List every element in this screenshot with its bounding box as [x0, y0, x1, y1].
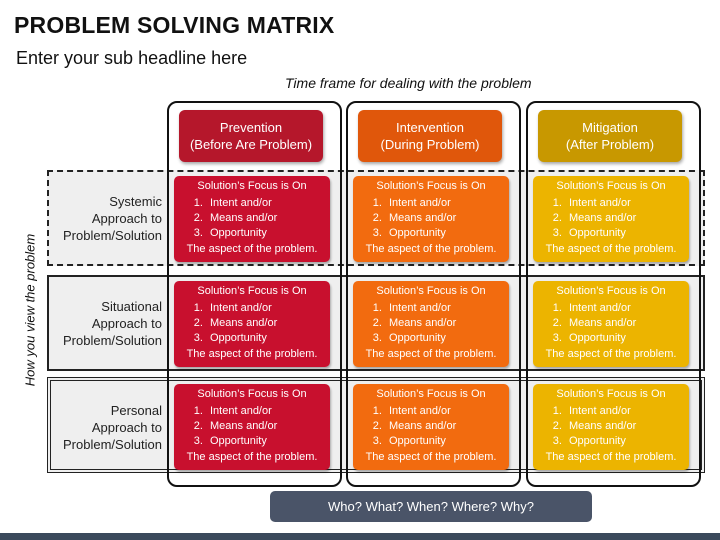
column-frame-mitigation [526, 101, 701, 487]
column-header-title: Mitigation [582, 120, 638, 135]
row-label-situational: Situational Approach to Problem/Solution [50, 298, 162, 349]
matrix-cell-systemic-prevention: Solution’s Focus is On Intent and/orMean… [174, 176, 330, 262]
cell-list-item: Intent and/or [206, 301, 330, 316]
cell-list-item: Intent and/or [565, 196, 689, 211]
column-header-subtitle: (During Problem) [380, 137, 480, 152]
cell-focus: Solution’s Focus is On [556, 180, 666, 192]
cell-focus: Solution’s Focus is On [197, 180, 307, 192]
cell-aspect: The aspect of the problem. [365, 348, 497, 360]
cell-aspect: The aspect of the problem. [186, 451, 318, 463]
cell-aspect: The aspect of the problem. [545, 243, 677, 255]
column-header-title: Prevention [219, 120, 283, 135]
row-label-systemic: Systemic Approach to Problem/Solution [50, 193, 162, 244]
row-label-line: Problem/Solution [63, 333, 162, 348]
cell-focus: Solution’s Focus is On [197, 285, 307, 297]
cell-list: Intent and/orMeans and/orOpportunity [353, 404, 509, 449]
cell-list: Intent and/orMeans and/orOpportunity [174, 301, 330, 346]
matrix-cell-situational-intervention: Solution’s Focus is On Intent and/orMean… [353, 281, 509, 367]
cell-list-item: Opportunity [565, 226, 689, 241]
matrix-cell-personal-intervention: Solution’s Focus is On Intent and/orMean… [353, 384, 509, 470]
column-header-mitigation: Mitigation (After Problem) [538, 110, 682, 162]
row-label-line: Problem/Solution [63, 437, 162, 452]
cell-list: Intent and/orMeans and/orOpportunity [533, 196, 689, 241]
cell-list: Intent and/orMeans and/orOpportunity [353, 196, 509, 241]
cell-list-item: Intent and/or [206, 404, 330, 419]
cell-list-item: Opportunity [206, 331, 330, 346]
questions-bar: Who? What? When? Where? Why? [270, 491, 592, 522]
cell-list-item: Intent and/or [385, 301, 509, 316]
matrix-cell-systemic-intervention: Solution’s Focus is On Intent and/orMean… [353, 176, 509, 262]
cell-focus: Solution’s Focus is On [376, 388, 486, 400]
cell-list: Intent and/orMeans and/orOpportunity [533, 301, 689, 346]
row-label-line: Approach to [91, 211, 162, 226]
row-label-line: Situational [101, 299, 162, 314]
cell-list-item: Means and/or [565, 419, 689, 434]
cell-aspect: The aspect of the problem. [365, 451, 497, 463]
matrix-cell-situational-mitigation: Solution’s Focus is On Intent and/orMean… [533, 281, 689, 367]
cell-focus: Solution’s Focus is On [556, 388, 666, 400]
column-frame-prevention [167, 101, 342, 487]
cell-list-item: Intent and/or [206, 196, 330, 211]
row-label-line: Approach to [91, 420, 162, 435]
cell-list: Intent and/orMeans and/orOpportunity [533, 404, 689, 449]
cell-list-item: Opportunity [206, 434, 330, 449]
cell-list: Intent and/orMeans and/orOpportunity [174, 196, 330, 241]
page-subtitle: Enter your sub headline here [16, 48, 248, 68]
cell-list-item: Means and/or [206, 316, 330, 331]
cell-aspect: The aspect of the problem. [365, 243, 497, 255]
cell-list-item: Means and/or [385, 211, 509, 226]
column-header-prevention: Prevention (Before Are Problem) [179, 110, 323, 162]
cell-list-item: Opportunity [565, 434, 689, 449]
cell-aspect: The aspect of the problem. [545, 451, 677, 463]
cell-list-item: Opportunity [385, 434, 509, 449]
cell-aspect: The aspect of the problem. [545, 348, 677, 360]
column-frame-intervention [346, 101, 521, 487]
row-label-line: Problem/Solution [63, 228, 162, 243]
row-label-line: Personal [110, 403, 162, 418]
cell-list-item: Means and/or [206, 419, 330, 434]
matrix-cell-situational-prevention: Solution’s Focus is On Intent and/orMean… [174, 281, 330, 367]
cell-list-item: Opportunity [385, 226, 509, 241]
cell-list: Intent and/orMeans and/orOpportunity [174, 404, 330, 449]
vertical-axis-label-text: How you view the problem [22, 233, 38, 387]
cell-list-item: Intent and/or [565, 301, 689, 316]
cell-list-item: Means and/or [206, 211, 330, 226]
row-label-line: Approach to [91, 316, 162, 331]
row-label-line: Systemic [109, 194, 162, 209]
cell-list-item: Intent and/or [385, 196, 509, 211]
cell-list-item: Means and/or [385, 419, 509, 434]
cell-focus: Solution’s Focus is On [376, 285, 486, 297]
matrix-cell-personal-prevention: Solution’s Focus is On Intent and/orMean… [174, 384, 330, 470]
cell-list-item: Opportunity [206, 226, 330, 241]
cell-list: Intent and/orMeans and/orOpportunity [353, 301, 509, 346]
timeframe-label: Time frame for dealing with the problem [285, 75, 532, 91]
matrix-cell-personal-mitigation: Solution’s Focus is On Intent and/orMean… [533, 384, 689, 470]
cell-focus: Solution’s Focus is On [197, 388, 307, 400]
footer-strip [0, 533, 720, 540]
cell-aspect: The aspect of the problem. [186, 348, 318, 360]
cell-list-item: Opportunity [385, 331, 509, 346]
cell-focus: Solution’s Focus is On [556, 285, 666, 297]
column-header-subtitle: (Before Are Problem) [189, 137, 313, 152]
cell-list-item: Means and/or [385, 316, 509, 331]
cell-list-item: Means and/or [565, 211, 689, 226]
cell-list-item: Opportunity [565, 331, 689, 346]
cell-aspect: The aspect of the problem. [186, 243, 318, 255]
matrix-cell-systemic-mitigation: Solution’s Focus is On Intent and/orMean… [533, 176, 689, 262]
page-title: PROBLEM SOLVING MATRIX [14, 12, 335, 38]
cell-list-item: Means and/or [565, 316, 689, 331]
column-header-subtitle: (After Problem) [565, 137, 655, 152]
row-label-personal: Personal Approach to Problem/Solution [50, 402, 162, 453]
column-header-title: Intervention [396, 120, 464, 135]
cell-list-item: Intent and/or [385, 404, 509, 419]
cell-focus: Solution’s Focus is On [376, 180, 486, 192]
cell-list-item: Intent and/or [565, 404, 689, 419]
column-header-intervention: Intervention (During Problem) [358, 110, 502, 162]
